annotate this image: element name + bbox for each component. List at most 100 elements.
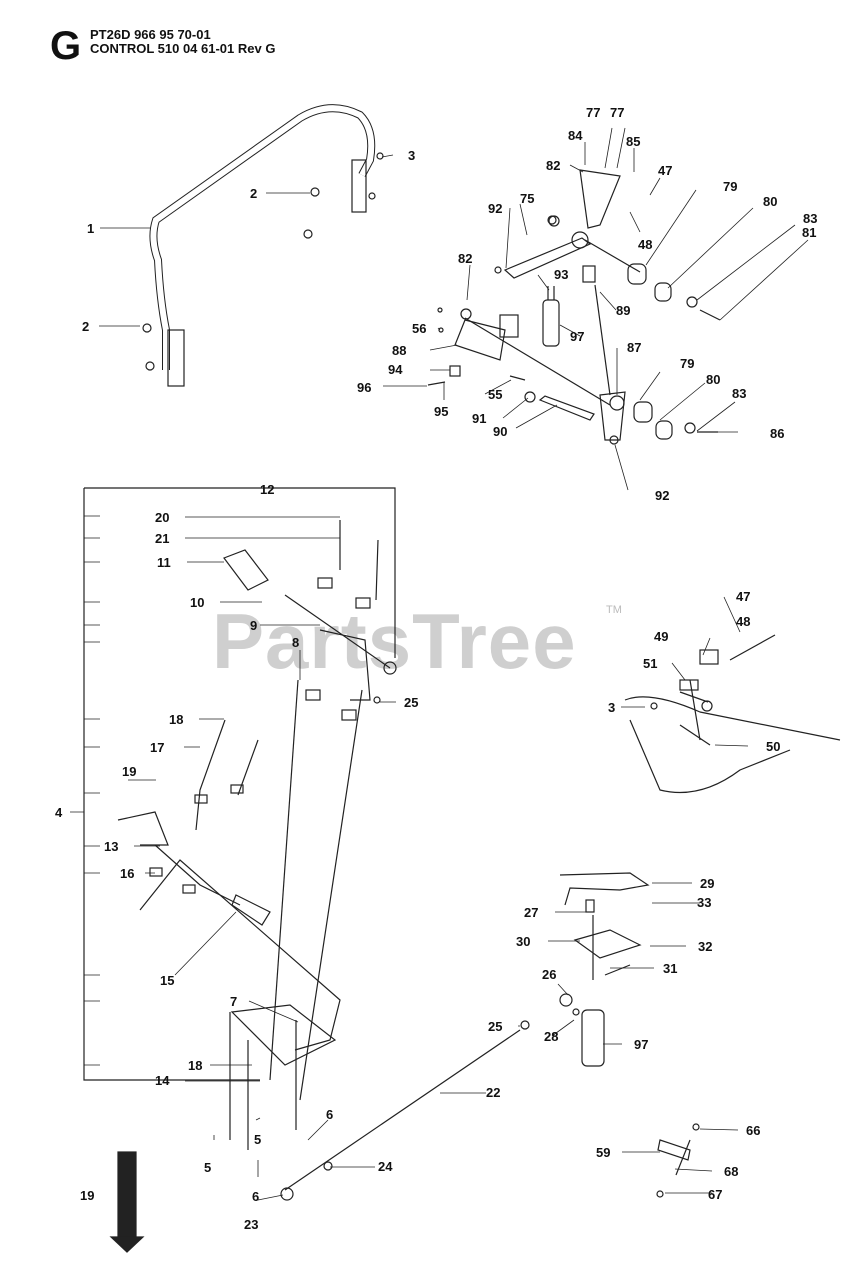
callout-12: 12 — [260, 482, 274, 497]
lower-lever — [599, 391, 626, 441]
callout-26: 26 — [542, 967, 556, 982]
frame-lines — [139, 859, 341, 1051]
callout-27: 27 — [524, 905, 538, 920]
callout-80: 80 — [763, 194, 777, 209]
axle-rod-upper — [584, 239, 641, 273]
detail-view-frame — [624, 696, 841, 794]
callout-6: 6 — [252, 1189, 259, 1204]
callout-55: 55 — [488, 387, 502, 402]
callout-9: 9 — [250, 618, 257, 633]
callout-51: 51 — [643, 656, 657, 671]
callout-47: 47 — [658, 163, 672, 178]
callout-22: 22 — [486, 1085, 500, 1100]
callout-92: 92 — [488, 201, 502, 216]
long-rod-right — [299, 689, 363, 1101]
callout-48: 48 — [736, 614, 750, 629]
pedal-13 — [117, 811, 169, 846]
callout-86: 86 — [770, 426, 784, 441]
callout-25: 25 — [404, 695, 418, 710]
callout-77: 77 — [586, 105, 600, 120]
callout-19: 19 — [122, 764, 136, 779]
callout-90: 90 — [493, 424, 507, 439]
long-rod-left — [269, 679, 299, 1081]
callout-6: 6 — [326, 1107, 333, 1122]
link-arm-75 — [503, 237, 592, 279]
callout-88: 88 — [392, 343, 406, 358]
callout-93: 93 — [554, 267, 568, 282]
callout-48: 48 — [638, 237, 652, 252]
callout-18: 18 — [169, 712, 183, 727]
callout-3: 3 — [408, 148, 415, 163]
callout-17: 17 — [150, 740, 164, 755]
callout-80: 80 — [706, 372, 720, 387]
callout-79: 79 — [680, 356, 694, 371]
callout-95: 95 — [434, 404, 448, 419]
callout-96: 96 — [357, 380, 371, 395]
pedal-shaft-lower — [154, 844, 241, 906]
callout-30: 30 — [516, 934, 530, 949]
callout-23: 23 — [244, 1217, 258, 1232]
callout-33: 33 — [697, 895, 711, 910]
handle-bracket-left — [167, 329, 185, 387]
callout-24: 24 — [378, 1159, 393, 1174]
section-letter: G — [50, 24, 82, 68]
callout-16: 16 — [120, 866, 134, 881]
callout-82: 82 — [546, 158, 560, 173]
callout-5: 5 — [204, 1160, 211, 1175]
grip-15 — [231, 894, 271, 926]
callout-1: 1 — [87, 221, 94, 236]
callout-28: 28 — [544, 1029, 558, 1044]
handle-bracket-right — [351, 159, 367, 213]
callout-5: 5 — [254, 1132, 261, 1147]
rod-22 — [284, 1029, 521, 1191]
callout-92: 92 — [655, 488, 669, 503]
callout-94: 94 — [388, 362, 403, 377]
axle-rod-main — [464, 317, 611, 406]
callout-29: 29 — [700, 876, 714, 891]
callout-97: 97 — [570, 329, 584, 344]
callout-81: 81 — [802, 225, 816, 240]
callout-10: 10 — [190, 595, 204, 610]
callout-68: 68 — [724, 1164, 738, 1179]
direction-arrow-head — [109, 1236, 145, 1253]
bracket-88 — [454, 319, 506, 361]
callout-19: 19 — [80, 1188, 94, 1203]
callout-83: 83 — [803, 211, 817, 226]
partstree-watermark: PartsTree — [212, 597, 577, 685]
callout-50: 50 — [766, 739, 780, 754]
fitting-59 — [657, 1139, 691, 1161]
callout-67: 67 — [708, 1187, 722, 1202]
bracket-29 — [559, 872, 650, 906]
callout-75: 75 — [520, 191, 534, 206]
callout-91: 91 — [472, 411, 486, 426]
control-rod-89 — [594, 284, 611, 396]
callout-83: 83 — [732, 386, 746, 401]
direction-arrow-shaft — [117, 1151, 137, 1238]
callout-31: 31 — [663, 961, 677, 976]
callout-32: 32 — [698, 939, 712, 954]
callout-84: 84 — [568, 128, 583, 143]
callout-79: 79 — [723, 179, 737, 194]
model-number: PT26D 966 95 70-01 — [90, 27, 211, 42]
upper-lever — [579, 169, 621, 229]
callout-77: 77 — [610, 105, 624, 120]
callout-18: 18 — [188, 1058, 202, 1073]
callout-56: 56 — [412, 321, 426, 336]
callout-4: 4 — [55, 805, 63, 820]
callout-11: 11 — [157, 555, 171, 570]
group-bracket-12 — [84, 487, 396, 658]
spring-97-upper — [542, 299, 560, 347]
callout-14: 14 — [155, 1073, 170, 1088]
callout-97: 97 — [634, 1037, 648, 1052]
callout-8: 8 — [292, 635, 299, 650]
callout-2: 2 — [82, 319, 89, 334]
callout-59: 59 — [596, 1145, 610, 1160]
callout-25: 25 — [488, 1019, 502, 1034]
callout-20: 20 — [155, 510, 169, 525]
pedal-11 — [223, 549, 269, 591]
group-bracket-4 — [83, 488, 260, 1081]
callout-2: 2 — [250, 186, 257, 201]
